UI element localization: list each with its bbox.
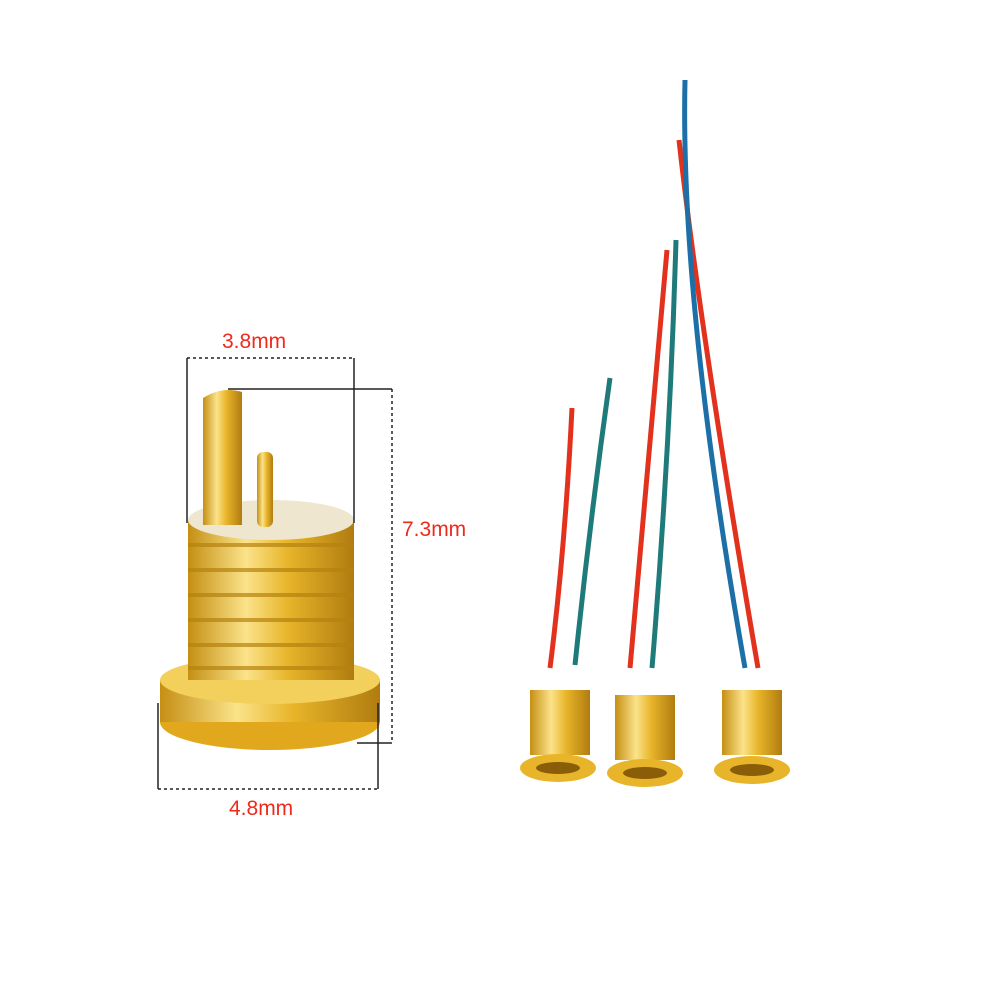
wires bbox=[547, 79, 761, 669]
base-width-label: 4.8mm bbox=[229, 797, 294, 820]
large-connector bbox=[160, 390, 380, 750]
height-label: 7.3mm bbox=[402, 518, 467, 541]
dimension-lines bbox=[157, 357, 393, 790]
wired-connector-1 bbox=[520, 690, 596, 782]
wired-connector-2 bbox=[607, 695, 683, 787]
top-width-label: 3.8mm bbox=[222, 330, 287, 353]
wired-connector-3 bbox=[714, 690, 790, 784]
